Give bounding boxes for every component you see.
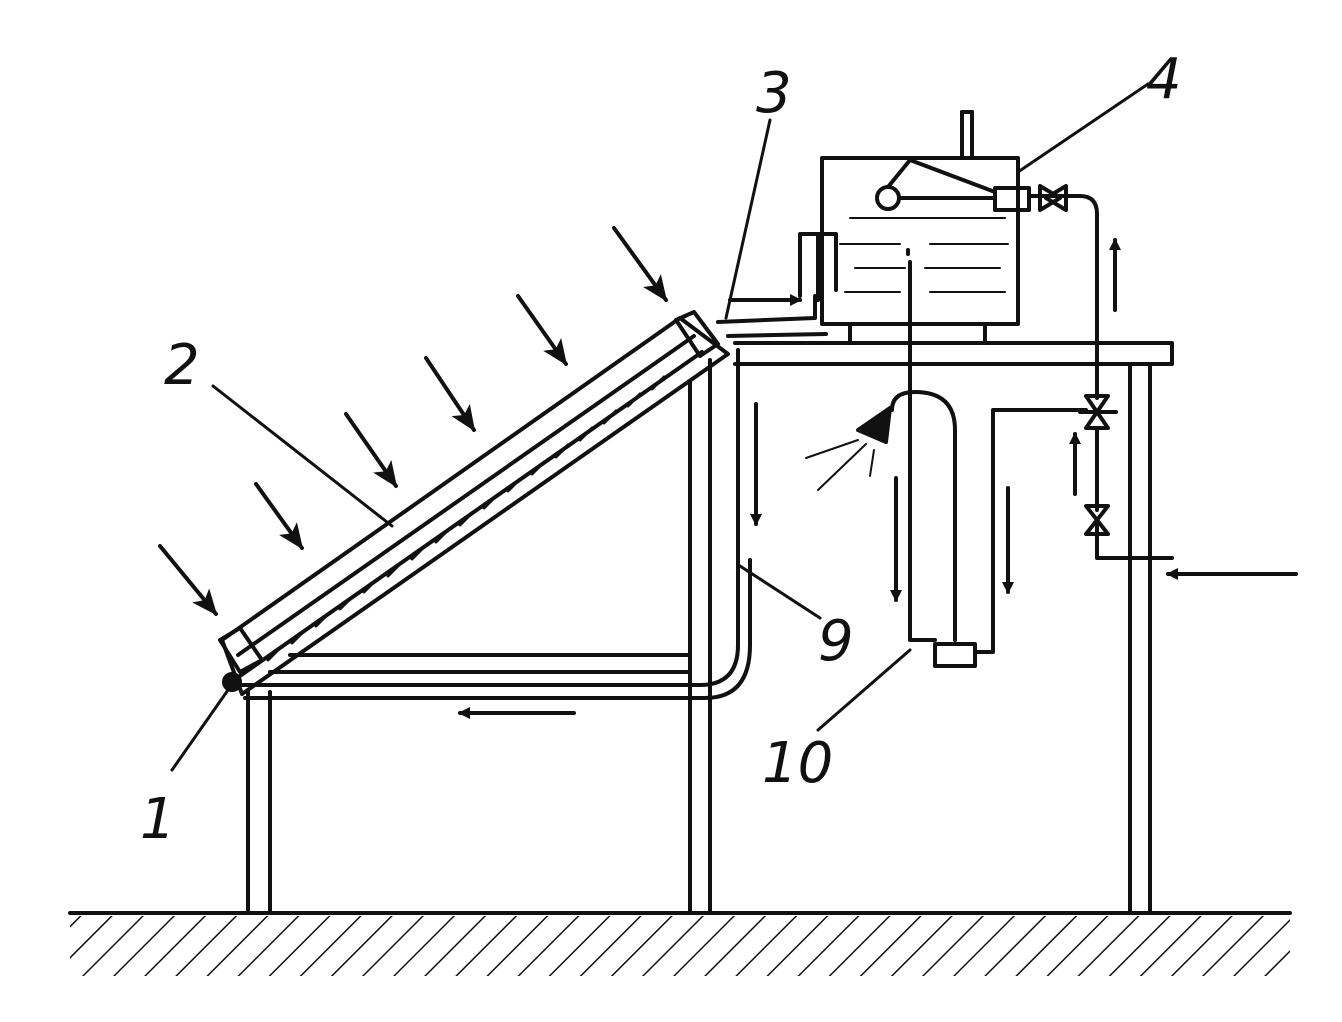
storage-tank [798,110,1031,345]
label-return-pipe: 9 [818,609,854,674]
frame-crossbar [268,653,692,674]
middle-leg [688,358,712,915]
shower-circuit [805,260,1088,668]
table-top [733,341,1174,366]
return-pipe [222,348,752,700]
label-absorber-panel: 2 [164,333,200,398]
solar-collector [218,310,730,696]
label-collector-inlet: 1 [140,787,176,852]
ground [68,911,1292,976]
label-outlet-pipe: 3 [756,61,792,126]
leader-lines [170,82,1150,772]
label-storage-tank: 4 [1146,47,1182,112]
flow-arrows [458,238,1298,719]
front-leg [246,690,272,915]
sun-rays [158,226,668,616]
supply-pipe [1027,184,1174,560]
outlet-pipe [716,294,828,338]
rear-leg [1128,362,1152,915]
label-shower-mixer: 10 [762,731,833,796]
